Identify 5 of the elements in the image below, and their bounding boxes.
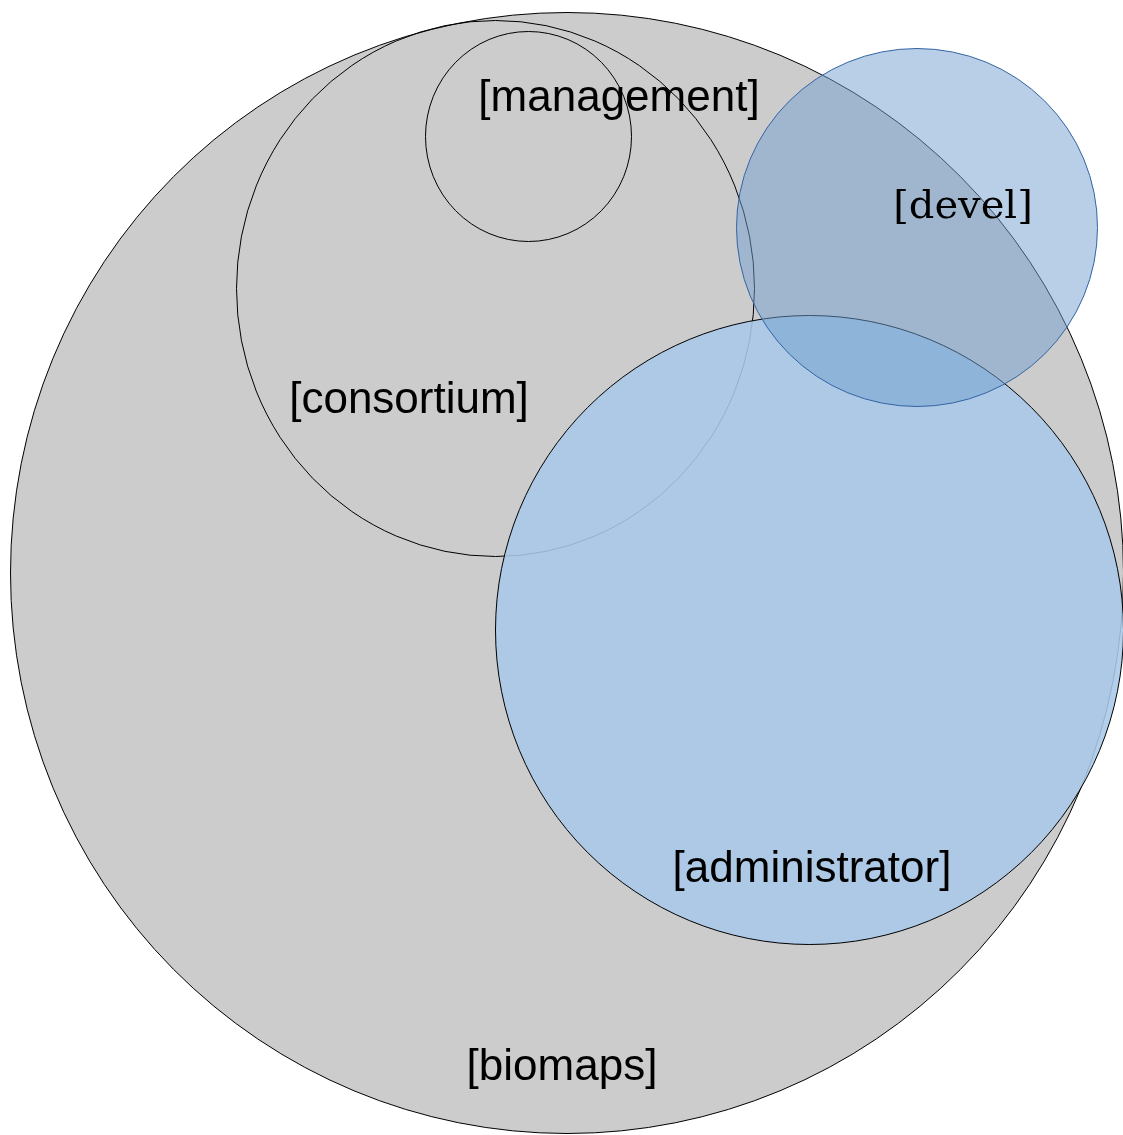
set-label: [biomaps] <box>466 1043 658 1087</box>
set-label: [administrator] <box>672 845 952 889</box>
set-label: [devel] <box>893 184 1033 224</box>
set-circle <box>10 12 1123 1134</box>
set-label: [consortium] <box>289 376 529 420</box>
